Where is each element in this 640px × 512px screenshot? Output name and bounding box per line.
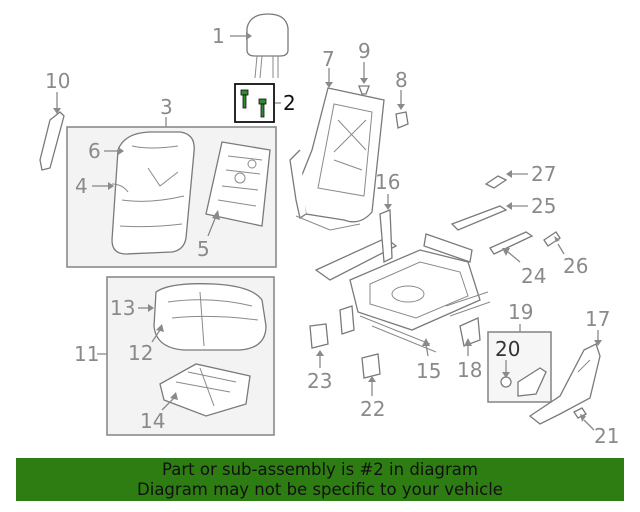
bolt-icon — [258, 98, 267, 118]
callout-9: 9 — [358, 39, 371, 63]
part-19-cover — [517, 367, 547, 397]
callout-23: 23 — [307, 369, 332, 393]
callout-21: 21 — [594, 424, 619, 448]
callout-5: 5 — [197, 237, 210, 261]
part-18-bracket — [459, 317, 481, 347]
part-23-bracket — [309, 323, 329, 349]
callout-11: 11 — [74, 342, 99, 366]
callout-14: 14 — [140, 409, 165, 433]
seat-track-frame — [314, 209, 491, 353]
callout-10: 10 — [45, 69, 70, 93]
callout-24: 24 — [521, 264, 546, 288]
callout-12: 12 — [128, 341, 153, 365]
banner-line-1: Part or sub-assembly is #2 in diagram — [162, 460, 478, 479]
part-10-side-trim — [39, 111, 65, 171]
seat-cushion — [153, 283, 267, 351]
part-notice-banner: Part or sub-assembly is #2 in diagram Di… — [16, 458, 624, 501]
callout-3: 3 — [160, 95, 173, 119]
callout-6: 6 — [88, 139, 101, 163]
callout-26: 26 — [563, 254, 588, 278]
callout-22: 22 — [360, 397, 385, 421]
seat-parts-diagram: 1 2 3 4 5 6 7 8 9 10 11 12 13 14 15 16 1… — [39, 13, 619, 448]
callout-1: 1 — [212, 24, 225, 48]
part-25-rail-cover — [450, 205, 508, 231]
callout-25: 25 — [531, 194, 556, 218]
seat-back-cover — [111, 131, 195, 255]
headrest — [246, 13, 289, 79]
part-26-clip — [543, 231, 561, 247]
bolt-icon — [240, 89, 249, 109]
part-17-side-shield — [528, 343, 601, 425]
callout-18: 18 — [457, 358, 482, 382]
part-24-rail-cover — [489, 231, 534, 255]
part-22-bracket — [361, 353, 381, 379]
callout-7: 7 — [322, 47, 335, 71]
seat-back-frame — [289, 87, 385, 231]
callout-2: 2 — [283, 91, 296, 115]
callout-27: 27 — [531, 162, 556, 186]
part-20-nut — [500, 376, 512, 388]
callout-8: 8 — [395, 68, 408, 92]
callout-15: 15 — [416, 359, 441, 383]
callout-19: 19 — [508, 300, 533, 324]
cushion-frame-pan — [159, 363, 251, 417]
callout-4: 4 — [75, 174, 88, 198]
callout-13: 13 — [110, 296, 135, 320]
leader-lines — [53, 32, 602, 431]
part-9-clip — [358, 85, 370, 95]
part-2-fasteners — [234, 83, 275, 123]
part-8-cap — [395, 111, 409, 129]
banner-line-2: Diagram may not be specific to your vehi… — [137, 480, 503, 499]
part-27-clip — [484, 175, 508, 189]
callout-16: 16 — [375, 170, 400, 194]
seat-back-frame-panel — [205, 141, 271, 227]
callout-20: 20 — [495, 337, 520, 361]
callout-17: 17 — [585, 307, 610, 331]
